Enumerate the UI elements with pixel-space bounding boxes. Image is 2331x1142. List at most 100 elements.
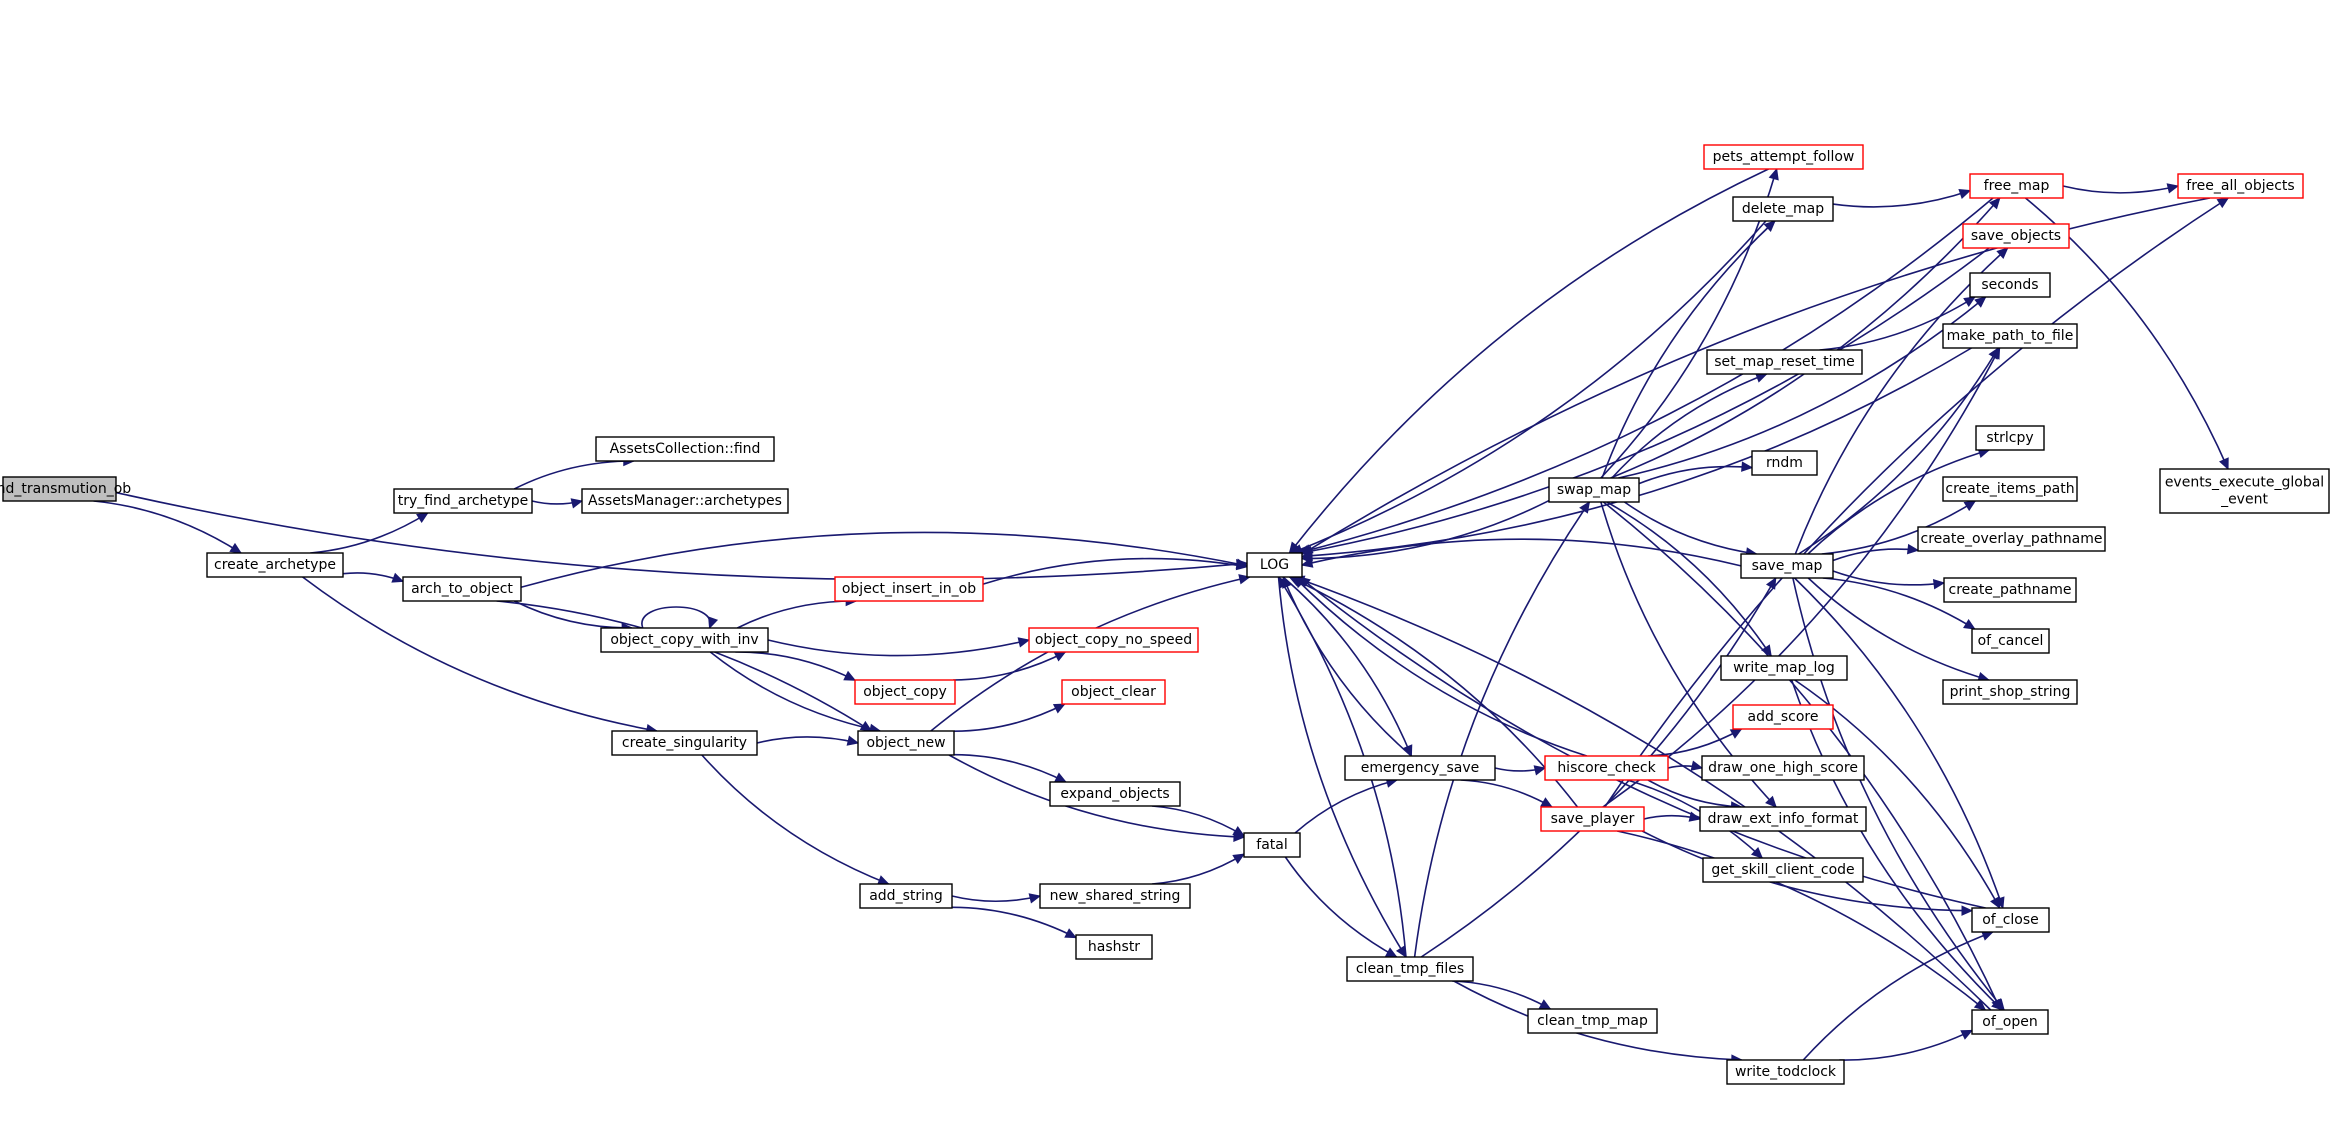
node-get-skill-client-code[interactable]: get_skill_client_code [1702,857,1864,883]
node-box[interactable] [1703,144,1864,170]
node-assets-collection-find[interactable]: AssetsCollection::find [595,436,775,462]
node-box[interactable] [1527,1008,1658,1034]
node-box[interactable] [2,476,117,502]
node-rndm[interactable]: rndm [1751,450,1818,476]
node-box[interactable] [2159,468,2330,514]
node-box[interactable] [1732,196,1834,222]
node-box[interactable] [1540,806,1645,832]
node-box[interactable] [1943,577,2077,603]
node-box[interactable] [1246,552,1303,578]
node-box[interactable] [1548,477,1640,503]
node-box[interactable] [1732,704,1834,730]
node-box[interactable] [1942,476,2078,502]
node-delete-map[interactable]: delete_map [1732,196,1834,222]
node-box[interactable] [600,627,769,653]
node-box[interactable] [1344,755,1496,781]
node-box[interactable] [1969,272,2051,298]
node-save-map[interactable]: save_map [1740,553,1834,579]
node-box[interactable] [1701,755,1865,781]
node-expand-objects[interactable]: expand_objects [1049,781,1181,807]
node-try-find-archetype[interactable]: try_find_archetype [393,488,533,514]
node-object-copy-with-inv[interactable]: object_copy_with_inv [600,627,769,653]
node-emergency-save[interactable]: emergency_save [1344,755,1496,781]
node-find-transmution-ob[interactable]: find_transmution_ob [0,476,131,502]
node-assets-manager-archetypes[interactable]: AssetsManager::archetypes [581,488,789,514]
node-box[interactable] [206,552,344,578]
node-hiscore-check[interactable]: hiscore_check [1544,755,1669,781]
node-strlcpy[interactable]: strlcpy [1975,425,2045,451]
node-create-singularity[interactable]: create_singularity [611,730,758,756]
node-clean-tmp-map[interactable]: clean_tmp_map [1527,1008,1658,1034]
node-box[interactable] [1971,1009,2049,1035]
node-free-map[interactable]: free_map [1969,173,2064,199]
node-box[interactable] [1544,755,1669,781]
node-box[interactable] [611,730,758,756]
node-draw-ext-info-format[interactable]: draw_ext_info_format [1699,806,1867,832]
node-box[interactable] [1702,857,1864,883]
node-free-all-objects[interactable]: free_all_objects [2177,173,2304,199]
node-make-path-to-file[interactable]: make_path_to_file [1942,323,2078,349]
node-box[interactable] [834,576,984,602]
node-write-map-log[interactable]: write_map_log [1720,655,1848,681]
node-box[interactable] [1751,450,1818,476]
node-box[interactable] [1971,628,2050,654]
node-box[interactable] [1028,627,1199,653]
node-box[interactable] [1061,679,1166,705]
node-object-copy[interactable]: object_copy [854,679,956,705]
node-box[interactable] [581,488,789,514]
node-box[interactable] [1720,655,1848,681]
node-box[interactable] [1346,956,1474,982]
node-box[interactable] [1726,1059,1845,1085]
node-object-clear[interactable]: object_clear [1061,679,1166,705]
node-box[interactable] [1049,781,1181,807]
node-fatal[interactable]: fatal [1243,832,1301,858]
node-object-insert-in-ob[interactable]: object_insert_in_ob [834,576,984,602]
node-log[interactable]: LOG [1246,552,1303,578]
node-create-pathname[interactable]: create_pathname [1943,577,2077,603]
node-box[interactable] [1969,173,2064,199]
node-box[interactable] [1962,223,2070,249]
node-save-player[interactable]: save_player [1540,806,1645,832]
node-box[interactable] [1942,679,2078,705]
node-clean-tmp-files[interactable]: clean_tmp_files [1346,956,1474,982]
node-box[interactable] [1075,934,1153,960]
node-swap-map[interactable]: swap_map [1548,477,1640,503]
node-box[interactable] [1039,883,1191,909]
node-box[interactable] [854,679,956,705]
node-create-archetype[interactable]: create_archetype [206,552,344,578]
node-box[interactable] [1243,832,1301,858]
node-object-new[interactable]: object_new [857,730,955,756]
node-of-cancel[interactable]: of_cancel [1971,628,2050,654]
node-print-shop-string[interactable]: print_shop_string [1942,679,2078,705]
node-seconds[interactable]: seconds [1969,272,2051,298]
node-box[interactable] [402,576,522,602]
node-box[interactable] [1740,553,1834,579]
node-of-close[interactable]: of_close [1971,907,2050,933]
node-box[interactable] [1975,425,2045,451]
node-save-objects[interactable]: save_objects [1962,223,2070,249]
node-hashstr[interactable]: hashstr [1075,934,1153,960]
node-box[interactable] [393,488,533,514]
node-draw-one-high-score[interactable]: draw_one_high_score [1701,755,1865,781]
node-add-string[interactable]: add_string [859,883,953,909]
node-new-shared-string[interactable]: new_shared_string [1039,883,1191,909]
node-box[interactable] [857,730,955,756]
node-pets-attempt-follow[interactable]: pets_attempt_follow [1703,144,1864,170]
node-events-execute-global-event[interactable]: events_execute_global_event [2159,468,2330,514]
node-box[interactable] [859,883,953,909]
node-arch-to-object[interactable]: arch_to_object [402,576,522,602]
node-box[interactable] [1942,323,2078,349]
node-of-open[interactable]: of_open [1971,1009,2049,1035]
node-set-map-reset-time[interactable]: set_map_reset_time [1706,349,1863,375]
node-create-items-path[interactable]: create_items_path [1942,476,2078,502]
node-box[interactable] [1917,526,2106,552]
node-box[interactable] [1971,907,2050,933]
node-box[interactable] [595,436,775,462]
node-create-overlay-pathname[interactable]: create_overlay_pathname [1917,526,2106,552]
node-box[interactable] [1706,349,1863,375]
node-object-copy-no-speed[interactable]: object_copy_no_speed [1028,627,1199,653]
node-box[interactable] [1699,806,1867,832]
node-write-todclock[interactable]: write_todclock [1726,1059,1845,1085]
node-box[interactable] [2177,173,2304,199]
node-add-score[interactable]: add_score [1732,704,1834,730]
